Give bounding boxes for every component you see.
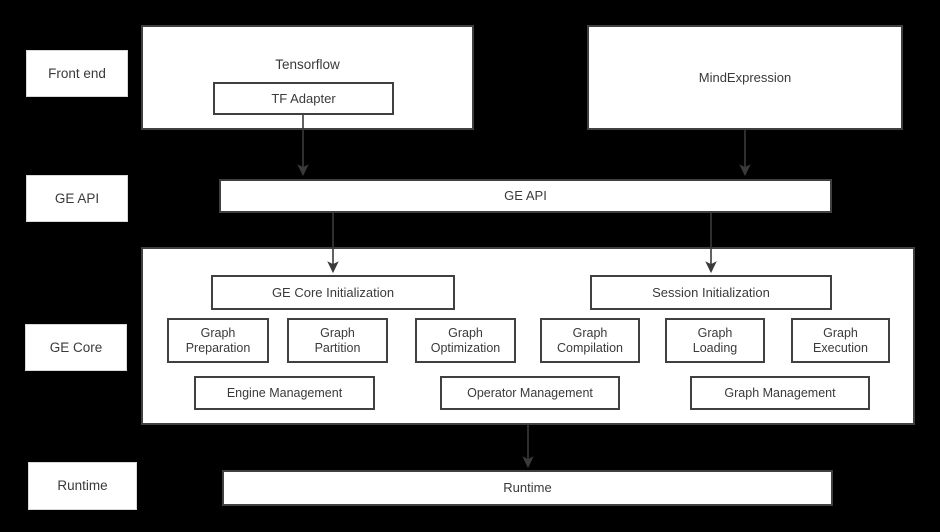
- graph-compilation-box: Graph Compilation: [540, 318, 640, 363]
- graph-compilation-label: Graph Compilation: [556, 325, 623, 355]
- tf-adapter-label: TF Adapter: [271, 90, 336, 106]
- operator-management-box: Operator Management: [440, 376, 620, 410]
- engine-management-box: Engine Management: [194, 376, 375, 410]
- mindexpression-label: MindExpression: [698, 69, 792, 85]
- layer-label-text: Runtime: [57, 478, 108, 494]
- layer-label-front-end: Front end: [26, 50, 128, 97]
- engine-management-label: Engine Management: [226, 385, 343, 400]
- graph-preparation-box: Graph Preparation: [167, 318, 269, 363]
- ge-api-bar: GE API: [219, 179, 832, 213]
- layer-label-ge-core: GE Core: [25, 324, 127, 371]
- mindexpression-box: MindExpression: [587, 25, 903, 130]
- runtime-bar-label: Runtime: [503, 480, 552, 496]
- graph-management-label: Graph Management: [724, 385, 836, 400]
- layer-label-ge-api: GE API: [26, 175, 128, 222]
- graph-execution-label: Graph Execution: [813, 325, 868, 355]
- tensorflow-title: Tensorflow: [275, 57, 340, 72]
- graph-loading-box: Graph Loading: [665, 318, 765, 363]
- operator-management-label: Operator Management: [467, 385, 593, 400]
- runtime-bar: Runtime: [222, 470, 833, 506]
- session-initialization-label: Session Initialization: [652, 284, 770, 300]
- layer-label-text: GE Core: [49, 339, 103, 355]
- graph-execution-box: Graph Execution: [791, 318, 890, 363]
- ge-core-initialization-box: GE Core Initialization: [211, 275, 455, 310]
- ge-api-bar-label: GE API: [504, 188, 547, 204]
- session-initialization-box: Session Initialization: [590, 275, 832, 310]
- graph-optimization-label: Graph Optimization: [430, 325, 501, 355]
- graph-optimization-box: Graph Optimization: [415, 318, 516, 363]
- graph-management-box: Graph Management: [690, 376, 870, 410]
- layer-label-text: GE API: [54, 190, 100, 206]
- tf-adapter-box: TF Adapter: [213, 82, 394, 115]
- graph-partition-box: Graph Partition: [287, 318, 388, 363]
- ge-core-initialization-label: GE Core Initialization: [271, 284, 395, 300]
- layer-label-runtime: Runtime: [28, 462, 137, 510]
- graph-partition-label: Graph Partition: [314, 325, 361, 355]
- layer-label-text: Front end: [48, 65, 106, 81]
- graph-loading-label: Graph Loading: [692, 325, 738, 355]
- graph-preparation-label: Graph Preparation: [185, 325, 251, 355]
